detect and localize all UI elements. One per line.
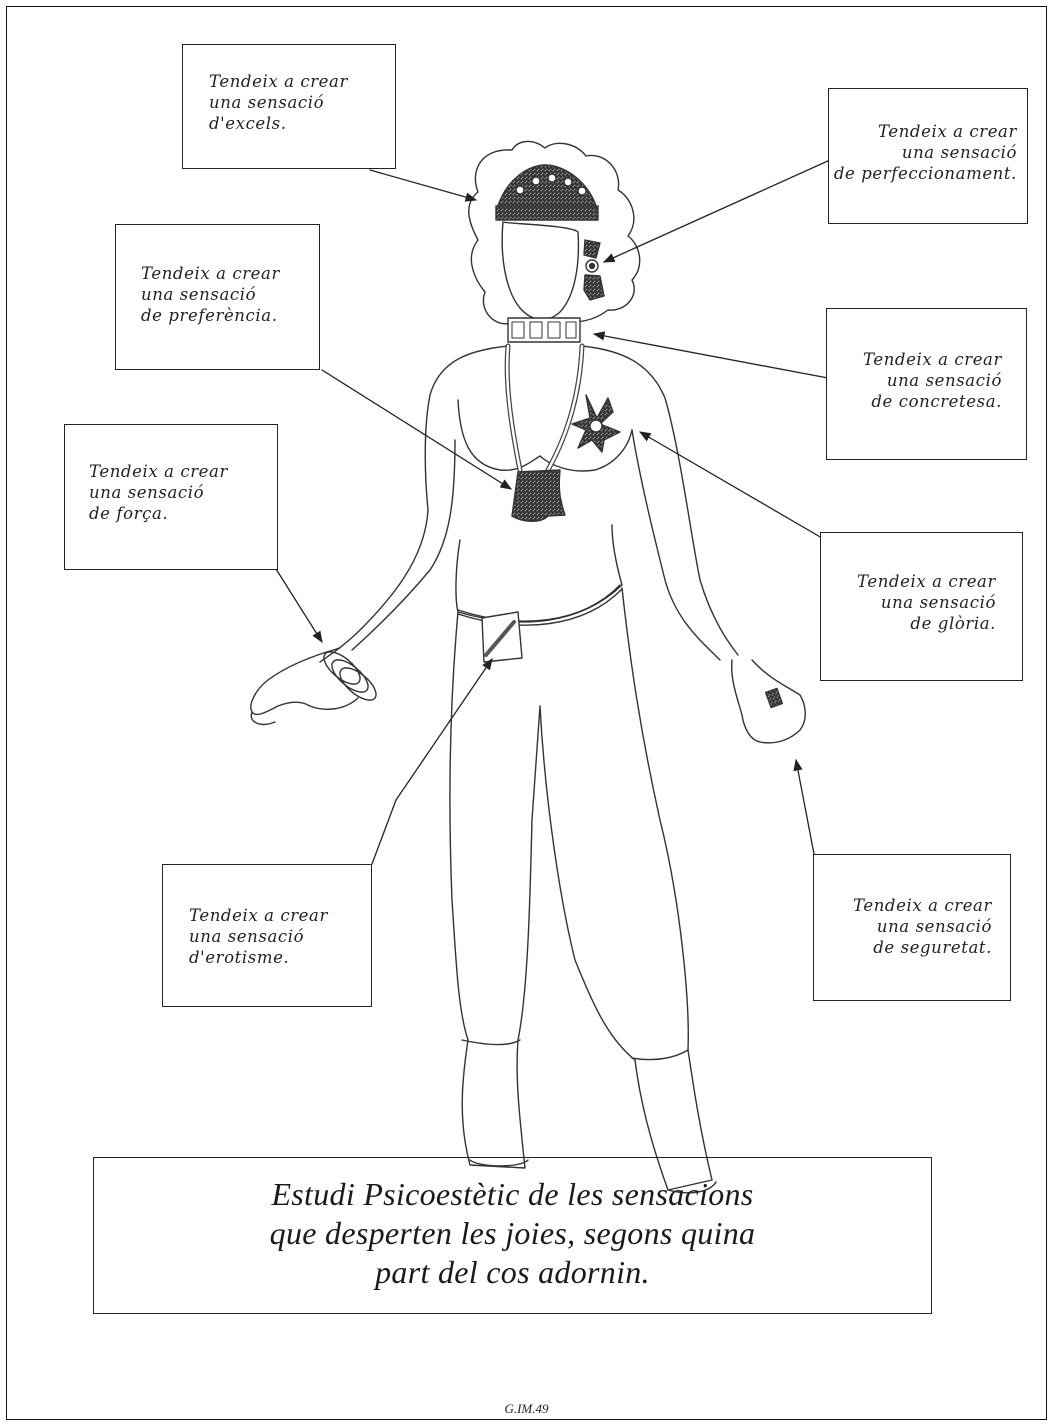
arrow-seguretat (796, 760, 814, 854)
callout-concretesa: Tendeix a crear una sensació de concrete… (826, 308, 1027, 460)
callout-line: Tendeix a crear (863, 349, 1002, 370)
torso (320, 346, 508, 662)
callout-line: una sensació (857, 592, 996, 613)
caption-line-2: que desperten les joies, segons quina (94, 1214, 931, 1253)
callout-line: de preferència. (141, 305, 280, 326)
caption-box: Estudi Psicoestètic de les sensacions qu… (93, 1157, 932, 1314)
callout-line: una sensació (853, 916, 992, 937)
arrow-excels (370, 170, 476, 200)
face (502, 222, 578, 319)
callout-line: Tendeix a crear (209, 71, 348, 92)
arrow-erotisme (372, 659, 492, 864)
callout-line: Tendeix a crear (834, 121, 1017, 142)
caption-line-1: Estudi Psicoestètic de les sensacions (94, 1175, 931, 1214)
callout-line: una sensació (209, 92, 348, 113)
callout-preferencia: Tendeix a crear una sensació de preferèn… (115, 224, 320, 370)
earring-top (584, 240, 600, 258)
callout-line: d'erotisme. (189, 947, 328, 968)
callout-erotisme: Tendeix a crear una sensació d'erotisme. (162, 864, 372, 1007)
callout-line: Tendeix a crear (89, 461, 228, 482)
callout-line: una sensació (89, 482, 228, 503)
ring (766, 688, 783, 707)
callout-line: Tendeix a crear (853, 895, 992, 916)
torso-right (582, 346, 738, 655)
callout-seguretat: Tendeix a crear una sensació de segureta… (813, 854, 1011, 1001)
arrow-gloria (640, 432, 822, 538)
callout-gloria: Tendeix a crear una sensació de glòria. (820, 532, 1023, 681)
arrow-concretesa (594, 334, 828, 378)
legs (450, 588, 712, 1190)
arrow-preferencia (322, 370, 511, 489)
callout-excels: Tendeix a crear una sensació d'excels. (182, 44, 396, 169)
callout-line: de perfeccionament. (834, 163, 1017, 184)
tiara-band (496, 206, 598, 220)
caption-line-3: part del cos adornin. (94, 1253, 931, 1292)
callout-line: Tendeix a crear (141, 263, 280, 284)
callout-line: de concretesa. (863, 391, 1002, 412)
callout-line: una sensació (141, 284, 280, 305)
reference-code: G.IM.49 (0, 1401, 1053, 1417)
arrow-perfeccionament (604, 160, 830, 262)
callout-line: Tendeix a crear (189, 905, 328, 926)
necklace-right (548, 346, 582, 470)
callout-line: una sensació (863, 370, 1002, 391)
pendant (512, 470, 565, 521)
arrow-forca (276, 569, 322, 642)
callout-forca: Tendeix a crear una sensació de força. (64, 424, 278, 570)
bracelet-1 (319, 646, 366, 690)
callout-line: de glòria. (857, 613, 996, 634)
callout-line: una sensació (189, 926, 328, 947)
callout-line: de seguretat. (853, 937, 992, 958)
callout-line: d'excels. (209, 113, 348, 134)
callout-perfeccionament: Tendeix a crear una sensació de perfecci… (828, 88, 1028, 224)
callout-line: una sensació (834, 142, 1017, 163)
brooch (572, 395, 620, 452)
earring-drop (584, 275, 604, 300)
callout-line: Tendeix a crear (857, 571, 996, 592)
callout-line: de força. (89, 503, 228, 524)
